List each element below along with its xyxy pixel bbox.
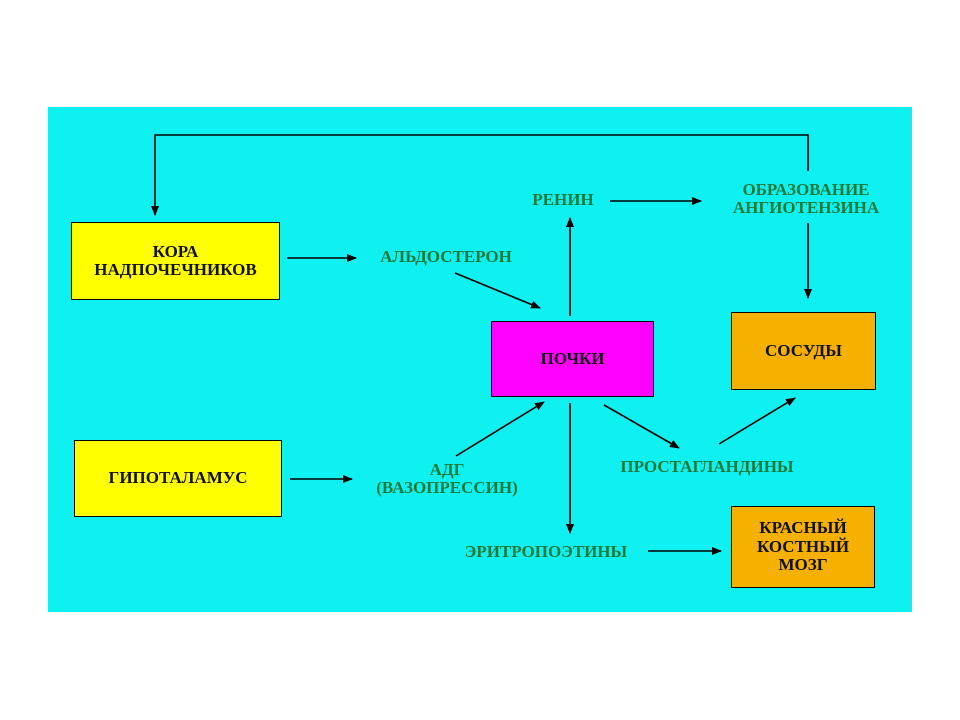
adh-to-kidneys-arrow	[455, 401, 545, 457]
angiotensin-feedback-arrow	[151, 134, 809, 216]
angiotensin-label: ОБРАЗОВАНИЕ АНГИОТЕНЗИНА	[732, 180, 880, 217]
renin-label: РЕНИН	[532, 190, 594, 209]
prostaglandins-to-vessels-arrow	[718, 397, 796, 445]
aldosterone-to-kidneys-arrow	[454, 272, 541, 309]
erythropoietins-label: ЭРИТРОПОЭТИНЫ	[464, 542, 628, 561]
hypothalamus-box: ГИПОТАЛАМУС	[74, 440, 282, 517]
adh-label: АДГ (ВАЗОПРЕССИН)	[376, 460, 518, 497]
kidneys-to-prostaglandins-arrow	[603, 404, 680, 449]
prostaglandins-label: ПРОСТАГЛАНДИНЫ	[620, 457, 794, 476]
aldosterone-label: АЛЬДОСТЕРОН	[380, 247, 512, 266]
kidneys-box: ПОЧКИ	[491, 321, 654, 397]
vessels-box: СОСУДЫ	[731, 312, 876, 390]
adrenal-cortex-box: КОРА НАДПОЧЕЧНИКОВ	[71, 222, 280, 300]
bone-marrow-box: КРАСНЫЙ КОСТНЫЙ МОЗГ	[731, 506, 875, 588]
